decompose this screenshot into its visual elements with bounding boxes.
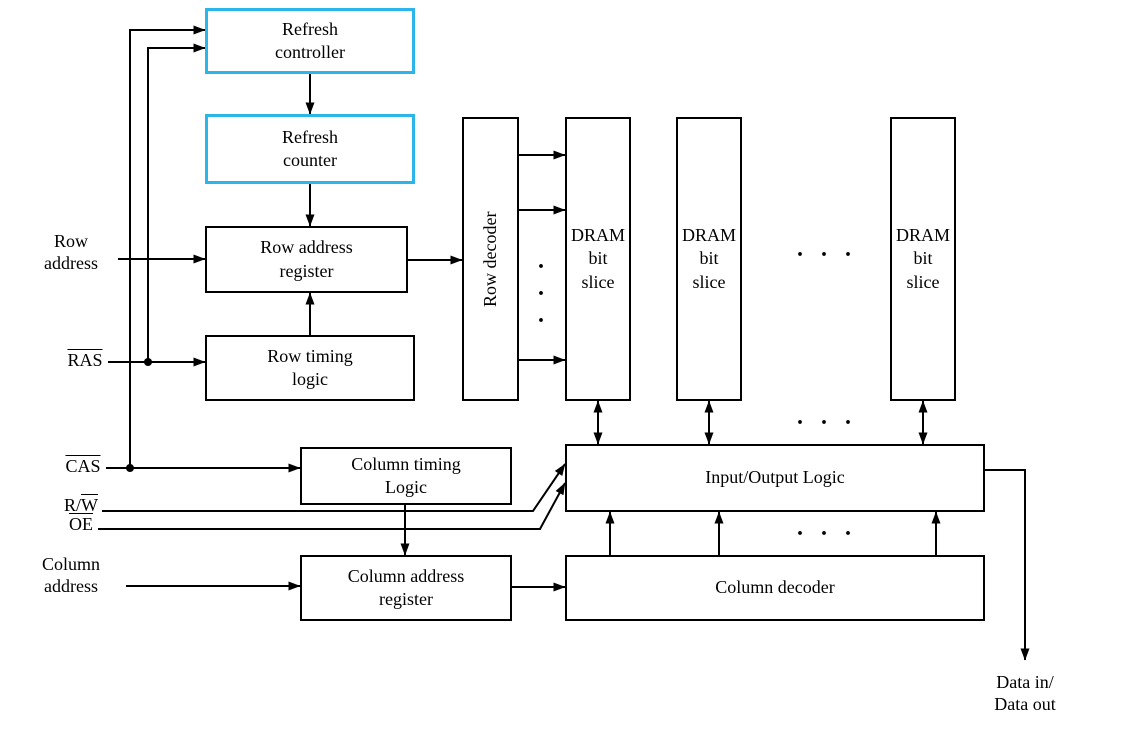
io-to-data-line <box>985 469 1030 661</box>
row-timing-logic-box: Row timing logic <box>205 335 415 401</box>
ras-to-refresh-controller-line <box>147 43 206 362</box>
row-decoder-box: Row decoder <box>462 117 519 401</box>
cas-text: CAS <box>65 456 101 476</box>
junction-dot-cas <box>126 464 134 472</box>
dram-row-ellipsis: . . . <box>797 236 857 262</box>
data-io-label: Data in/ Data out <box>994 672 1056 714</box>
cas-label: CAS <box>60 456 106 478</box>
junction-dot-ras <box>144 358 152 366</box>
dram-bit-slice-1-box: DRAM bit slice <box>565 117 631 401</box>
row-address-register-box: Row address register <box>205 226 408 293</box>
refresh-counter-box: Refresh counter <box>205 114 415 184</box>
column-decoder-box: Column decoder <box>565 555 985 621</box>
cas-to-refresh-controller-line <box>129 25 206 468</box>
row-decoder-vertical-ellipsis: . . . <box>538 248 544 328</box>
oe-text: OE <box>69 514 93 534</box>
ras-label: RAS <box>62 350 108 372</box>
ras-text: RAS <box>67 350 103 370</box>
decoder-bus-ellipsis: . . . <box>797 515 857 541</box>
rw-prefix-text: R/ <box>63 495 81 515</box>
row-address-label: Row address <box>44 231 98 273</box>
column-address-register-box: Column address register <box>300 555 512 621</box>
oe-line <box>98 482 566 530</box>
io-logic-box: Input/Output Logic <box>565 444 985 512</box>
dram-bit-slice-3-box: DRAM bit slice <box>890 117 956 401</box>
column-address-label: Column address <box>41 554 100 596</box>
rw-line <box>102 463 566 512</box>
rw-label: R/W <box>58 495 104 517</box>
oe-label: OE <box>60 514 102 536</box>
io-bus-ellipsis: . . . <box>797 404 857 430</box>
dram-bit-slice-2-box: DRAM bit slice <box>676 117 742 401</box>
rw-overlined-text: W <box>81 495 98 515</box>
refresh-controller-box: Refresh controller <box>205 8 415 74</box>
column-timing-logic-box: Column timing Logic <box>300 447 512 505</box>
